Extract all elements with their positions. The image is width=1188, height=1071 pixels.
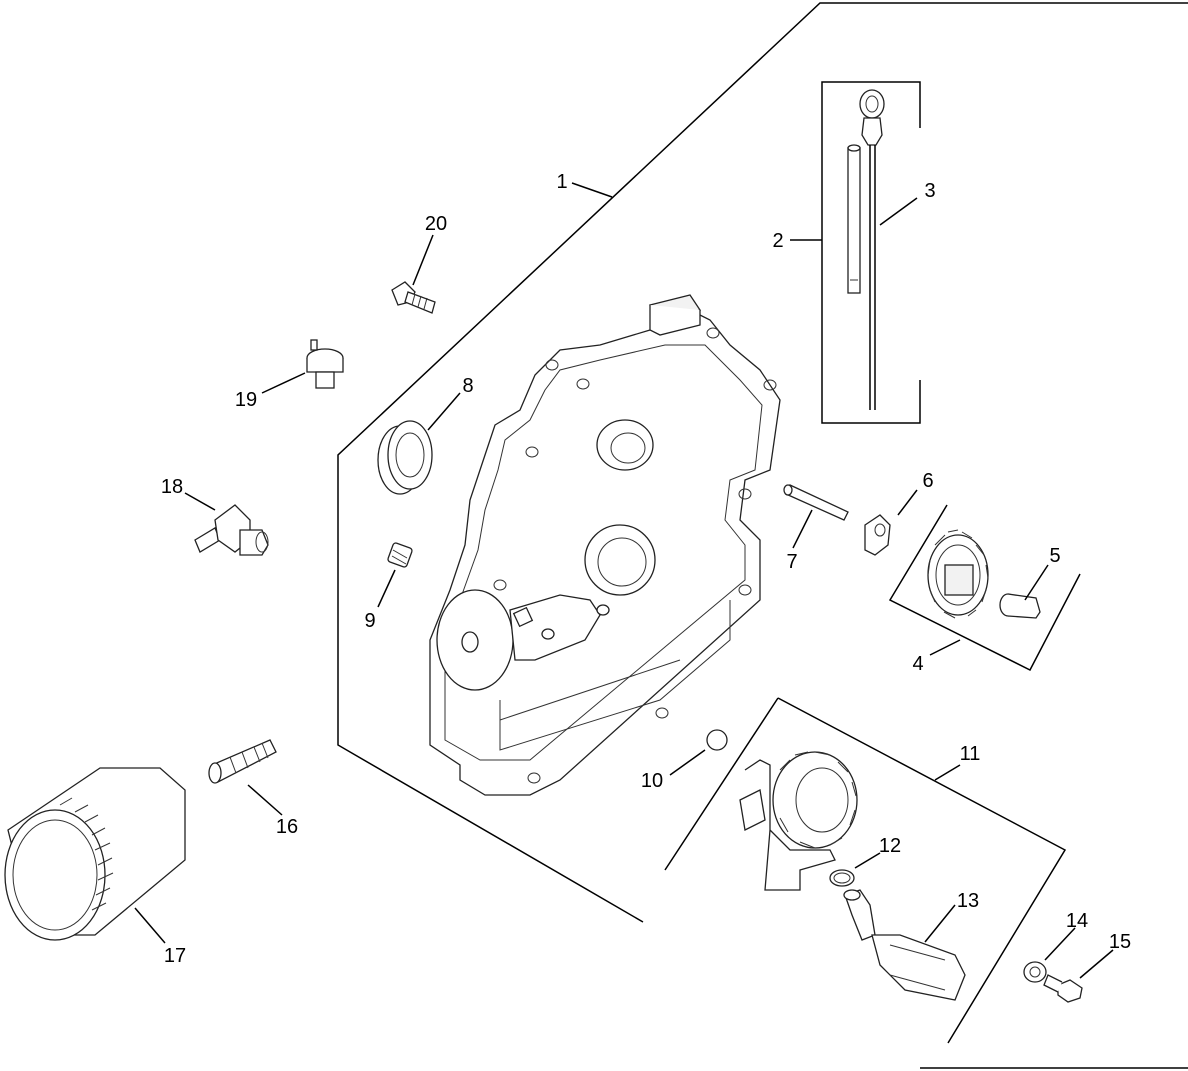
callout-9: 9 [364,610,375,632]
callout-12: 12 [879,835,901,857]
regulating-pin-washer-part[interactable] [864,514,891,556]
dipstick-part[interactable] [859,89,885,410]
dipstick-tube-part[interactable] [847,144,861,294]
o-ring-part[interactable] [829,869,855,887]
oil-pickup-part[interactable] [843,889,966,1001]
callout-11: 11 [960,743,981,765]
oil-pump-assembly-part[interactable] [739,751,858,891]
group-outline-cover [337,2,1188,1069]
ball-part[interactable] [706,729,728,751]
bolt-part[interactable] [391,281,436,314]
oil-filter-part[interactable] [4,767,186,941]
screw-part[interactable] [1043,974,1083,1003]
callout-3: 3 [924,180,935,202]
group-outline-dipstick [821,81,921,424]
oil-pressure-switch-part[interactable] [306,339,344,389]
callout-14: 14 [1066,910,1088,932]
elbow-fitting-part[interactable] [194,504,269,556]
callout-7: 7 [786,551,797,573]
callout-1: 1 [556,171,567,193]
callout-labels: 1 2 3 4 5 6 7 8 9 10 11 12 13 14 15 16 1… [161,171,1131,967]
oil-seal-part[interactable] [377,420,433,495]
gear-cover-part[interactable] [429,294,781,796]
washer-part[interactable] [1023,961,1047,983]
callout-20: 20 [425,213,447,235]
callout-2: 2 [772,230,783,252]
callout-6: 6 [922,470,933,492]
filter-stud-part[interactable] [208,739,277,784]
callout-19: 19 [235,389,257,411]
callout-13: 13 [957,890,979,912]
callout-15: 15 [1109,931,1131,953]
callout-8: 8 [462,375,473,397]
callout-10: 10 [641,770,663,792]
group-outline-oil-pump [664,697,1067,1044]
governor-pin-part[interactable] [999,593,1041,619]
governor-gear-part[interactable] [927,529,989,619]
pipe-plug-part[interactable] [387,542,413,568]
callout-4: 4 [912,653,923,675]
leader-lines [134,182,1114,979]
callout-18: 18 [161,476,183,498]
callout-16: 16 [276,816,298,838]
group-outline-gear [888,504,1081,672]
shaft-part[interactable] [783,484,849,521]
callout-5: 5 [1049,545,1060,567]
callout-17: 17 [164,945,186,967]
